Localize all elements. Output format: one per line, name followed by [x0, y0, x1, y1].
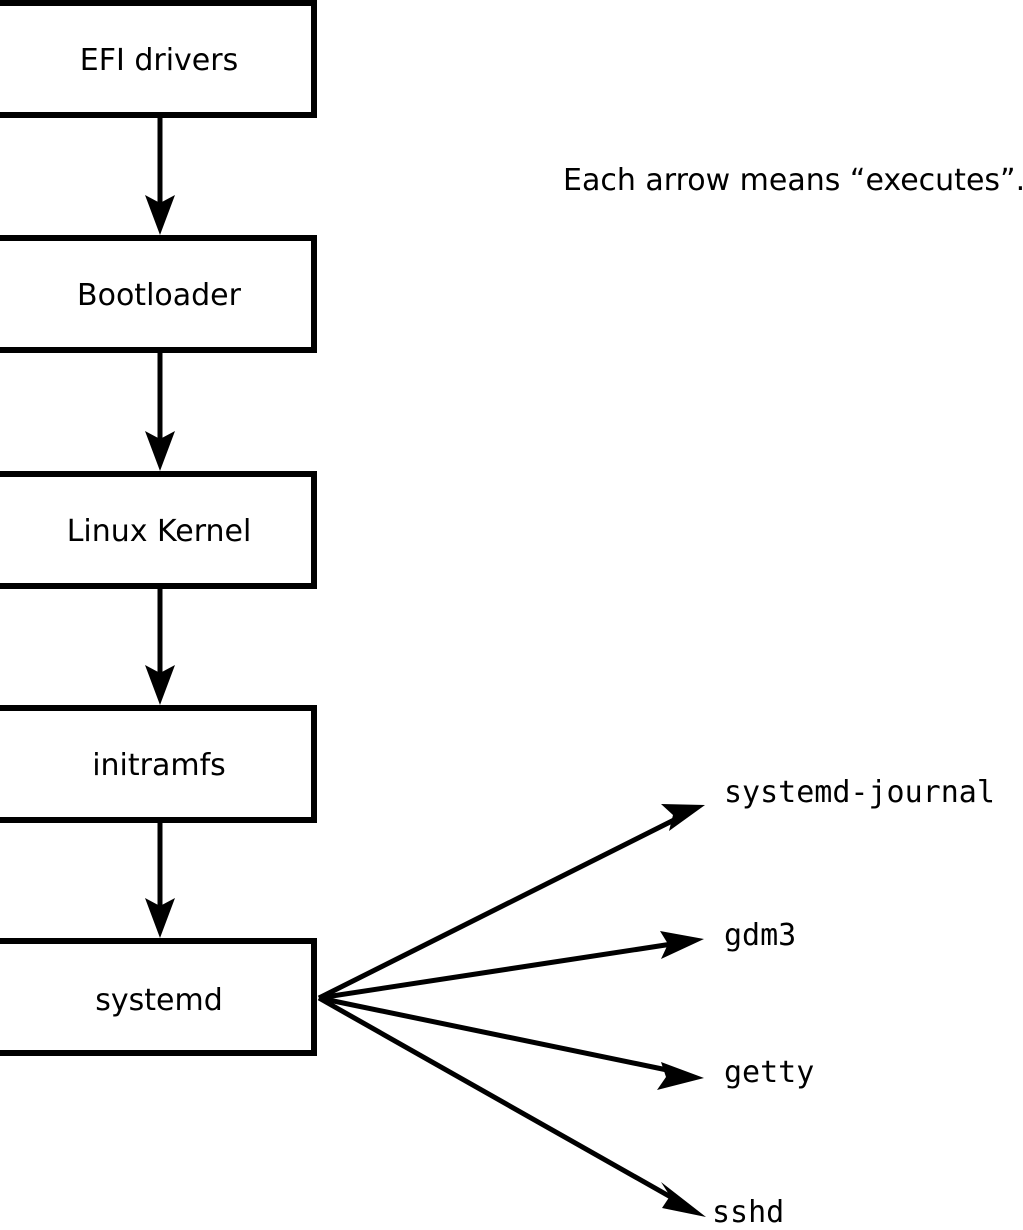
arrow-efi-drivers-to-bootloader	[145, 118, 175, 235]
arrow-systemd-to-sshd	[317, 995, 706, 1217]
node-linux-kernel-label: Linux Kernel	[67, 514, 252, 549]
node-bootloader-rect	[0, 235, 317, 353]
service-label-gdm3: gdm3	[724, 918, 796, 953]
arrow-systemd-to-getty	[318, 995, 704, 1090]
arrowhead-icon	[657, 1062, 704, 1090]
node-linux-kernel[interactable]: Linux Kernel	[0, 471, 317, 589]
node-systemd-label: systemd	[95, 983, 223, 1018]
diagram-caption: Each arrow means “executes”.	[563, 163, 1023, 198]
node-initramfs[interactable]: initramfs	[0, 705, 317, 823]
arrow-initramfs-to-systemd	[145, 823, 175, 938]
node-efi-drivers-label: EFI drivers	[80, 43, 238, 78]
arrowhead-icon	[661, 1182, 706, 1217]
arrow-bootloader-to-linux-kernel	[145, 353, 175, 471]
arrow-systemd-to-gdm3	[318, 931, 704, 1001]
node-systemd[interactable]: systemd	[0, 938, 317, 1056]
arrowhead-icon	[145, 665, 175, 705]
service-label-sshd: sshd	[712, 1195, 784, 1230]
node-efi-drivers-rect	[0, 0, 317, 118]
node-initramfs-rect	[0, 705, 317, 823]
arrowhead-icon	[145, 898, 175, 938]
node-systemd-rect	[0, 938, 317, 1056]
service-label-getty: getty	[724, 1055, 814, 1090]
node-initramfs-label: initramfs	[92, 748, 226, 783]
service-label-systemd-journal: systemd-journal	[724, 775, 995, 810]
arrowhead-icon	[661, 804, 705, 831]
node-bootloader-label: Bootloader	[77, 278, 242, 313]
arrow-systemd-to-systemd-journal	[317, 804, 705, 1001]
node-bootloader[interactable]: Bootloader	[0, 235, 317, 353]
node-efi-drivers[interactable]: EFI drivers	[0, 0, 317, 118]
node-linux-kernel-rect	[0, 471, 317, 589]
arrowhead-icon	[660, 931, 704, 959]
arrow-linux-kernel-to-initramfs	[145, 589, 175, 705]
arrowhead-icon	[145, 431, 175, 471]
arrowhead-icon	[145, 195, 175, 235]
